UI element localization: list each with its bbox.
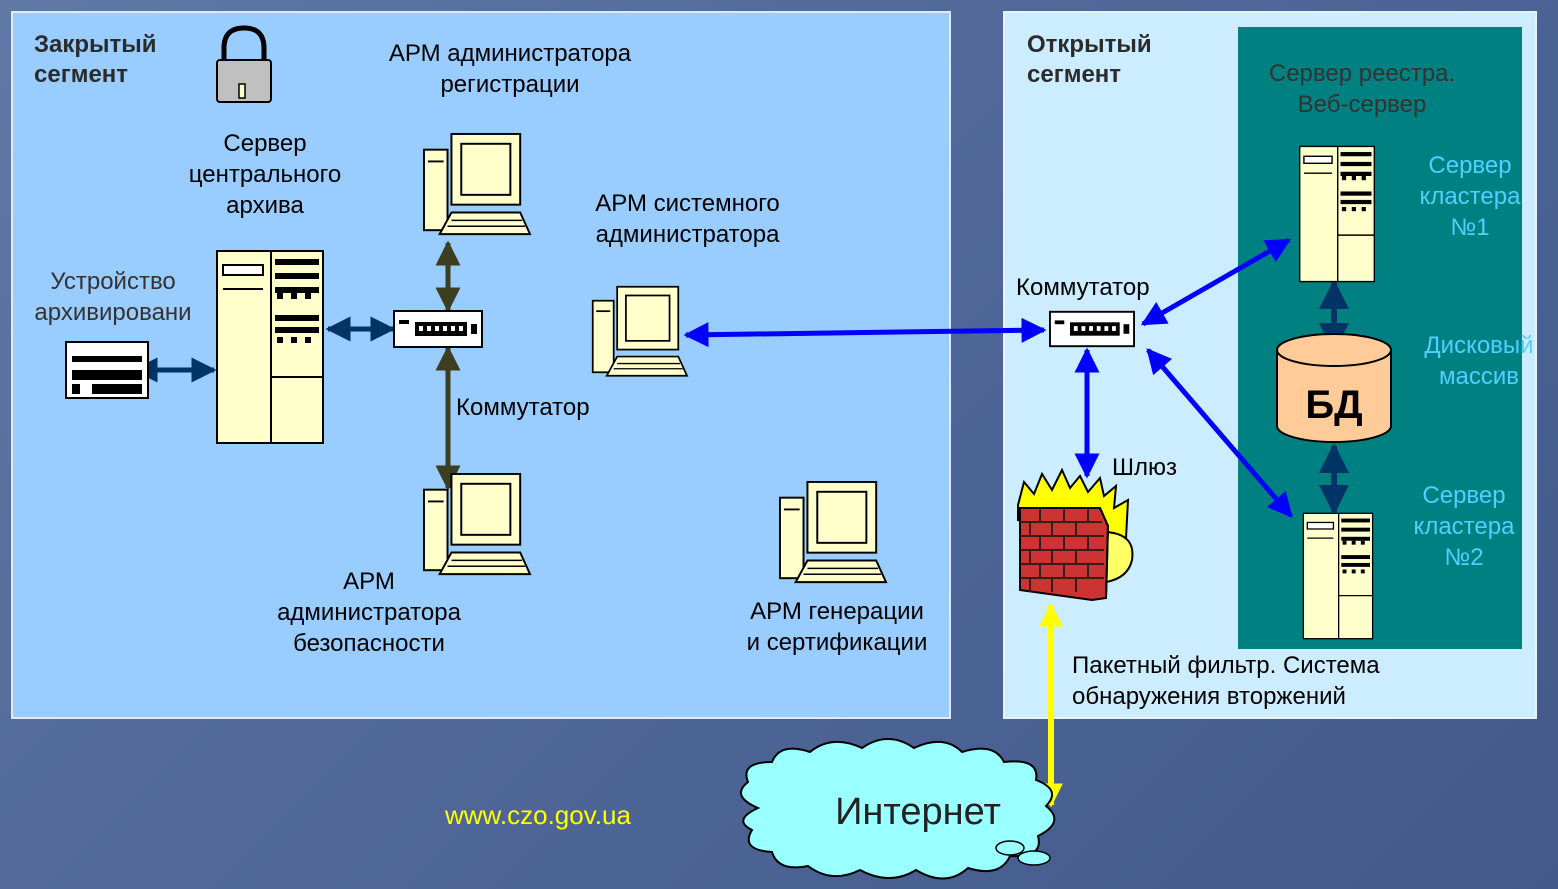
arm-registration-label: АРМ администратора регистрации: [388, 40, 632, 98]
cloud-icon: [739, 738, 1056, 880]
arm-sysadmin-workstation-icon: [591, 285, 689, 377]
firewall-icon: [1017, 467, 1134, 602]
link-switch-cluster2: [1146, 348, 1293, 518]
open-switch-icon: [1049, 310, 1135, 348]
cluster2-label: Сервер кластера №2: [1413, 482, 1515, 571]
open-switch-label: Коммутатор: [1016, 274, 1150, 301]
site-url[interactable]: www.czo.gov.ua: [445, 800, 631, 830]
cluster1-label: Сервер кластера №1: [1419, 152, 1521, 241]
central-archive-label: Сервер центрального архива: [188, 130, 342, 219]
cluster1-server-icon: [1298, 145, 1376, 283]
archive-device-label: Устройство архивировани: [34, 268, 192, 326]
lock-icon: [216, 25, 272, 103]
arm-registration-workstation-icon: [422, 132, 532, 236]
closed-segment-label: Закрытый сегмент: [34, 31, 157, 88]
arm-generation-workstation-icon: [778, 480, 888, 584]
tape-drive-icon: [65, 341, 149, 399]
packet-filter-label: Пакетный фильтр. Система обнаружения вто…: [1072, 652, 1380, 710]
closed-switch-icon: [393, 310, 483, 348]
arm-security-workstation-icon: [422, 472, 532, 576]
arm-security-label: АРМ администратора безопасности: [277, 568, 461, 657]
registry-server-label: Сервер реестра. Веб-сервер: [1268, 60, 1456, 118]
db-label: БД: [1305, 383, 1362, 427]
gateway-label: Шлюз: [1112, 454, 1178, 481]
open-segment-label: Открытый сегмент: [1027, 31, 1152, 88]
database-icon: БД: [1276, 333, 1392, 443]
central-archive-server-icon: [215, 249, 325, 445]
closed-switch-label: Коммутатор: [456, 394, 590, 421]
arm-generation-label: АРМ генерации и сертификации: [746, 598, 928, 656]
internet-label: Интернет: [835, 791, 1001, 833]
cluster2-server-icon: [1302, 512, 1374, 640]
cluster-area: [1238, 27, 1522, 649]
arm-sysadmin-label: АРМ системного администратора: [595, 190, 780, 248]
disk-array-label: Дисковый массив: [1424, 332, 1534, 390]
link-switch-cluster1: [1140, 237, 1292, 327]
link-sysadmin-openswitch: [683, 317, 1047, 348]
